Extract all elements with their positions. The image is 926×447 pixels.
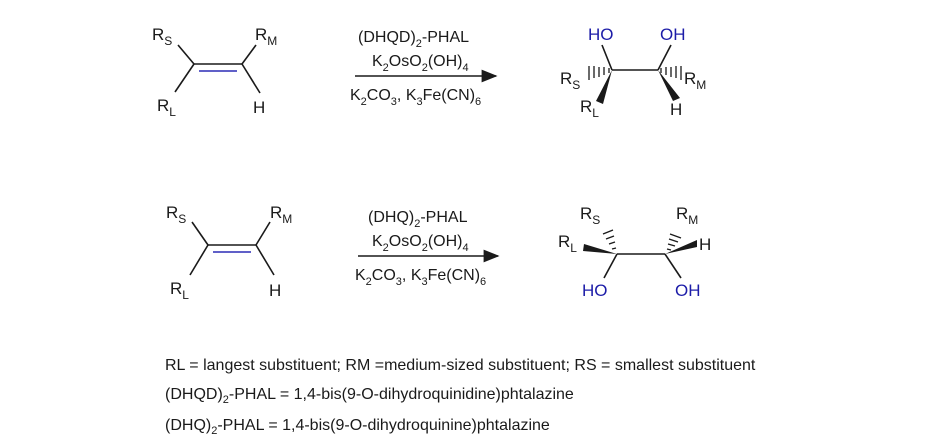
product-1-diol: HO OH RS RM RL H [560,25,706,120]
legend-dhq-post: -PHAL = 1,4-bis(9-O-dihydroquinine)phtal… [217,417,550,434]
conditions-2-ligand: (DHQ)2-PHAL [368,209,468,230]
legend-dhqd-phal: (DHQD)2-PHAL = 1,4-bis(9-O-dihydroquinid… [165,386,574,406]
product-2-h-label: H [699,235,711,254]
product-2-ho-label: HO [582,281,608,300]
legend-dhq-sub: 2 [211,425,218,438]
conditions-2: (DHQ)2-PHAL K2OsO2(OH)4 K2CO3, K3Fe(CN)6 [355,209,500,288]
conditions-1-ligand: (DHQD)2-PHAL [358,29,469,50]
product-1-h-label: H [670,100,682,119]
reaction-1: RS RM RL H (DHQD)2-PHAL K2OsO2(OH)4 K2CO… [152,25,706,120]
reactant-1-rl-label: RL [157,96,176,119]
product-1-rm-label: RM [684,69,706,92]
conditions-2-base: K2CO3, K3Fe(CN)6 [355,267,486,288]
product-2-rm-label: RM [676,204,698,227]
product-1-oh-label: OH [660,25,686,44]
legend-dhq-phal: (DHQ)2-PHAL = 1,4-bis(9-O-dihydroquinine… [165,417,550,437]
reactant-2-rs-label: RS [166,203,186,226]
reactant-1-alkene: RS RM RL H [152,25,277,119]
reactant-1-rs-label: RS [152,25,172,48]
reactant-2-rm-label: RM [270,203,292,226]
legend-dhqd-sub: 2 [222,394,229,407]
reactant-1-rm-label: RM [255,25,277,48]
reactant-2-h-label: H [269,281,281,300]
conditions-1: (DHQD)2-PHAL K2OsO2(OH)4 K2CO3, K3Fe(CN)… [350,29,498,108]
reactant-2-alkene: RS RM RL H [166,203,292,302]
product-1-rs-label: RS [560,69,580,92]
reactant-1-h-label: H [253,98,265,117]
legend-dhq-pre: (DHQ) [165,417,212,434]
product-2-diol: RS RM RL H HO OH [558,204,711,300]
product-2-oh-label: OH [675,281,701,300]
product-1-rl-label: RL [580,97,599,120]
conditions-2-osmium: K2OsO2(OH)4 [372,233,469,254]
product-1-ho-label: HO [588,25,614,44]
conditions-1-base: K2CO3, K3Fe(CN)6 [350,87,481,108]
product-2-rs-label: RS [580,204,600,227]
legend-dhqd-post: -PHAL = 1,4-bis(9-O-dihydroquinidine)pht… [228,386,574,403]
legend-dhqd-pre: (DHQD) [165,386,223,403]
conditions-1-osmium: K2OsO2(OH)4 [372,53,469,74]
product-2-rl-label: RL [558,232,577,255]
reaction-2: RS RM RL H (DHQ)2-PHAL K2OsO2(OH)4 K2CO3… [166,203,711,302]
reactant-2-rl-label: RL [170,279,189,302]
legend-substituents: RL = langest substituent; RM =medium-siz… [165,357,756,374]
